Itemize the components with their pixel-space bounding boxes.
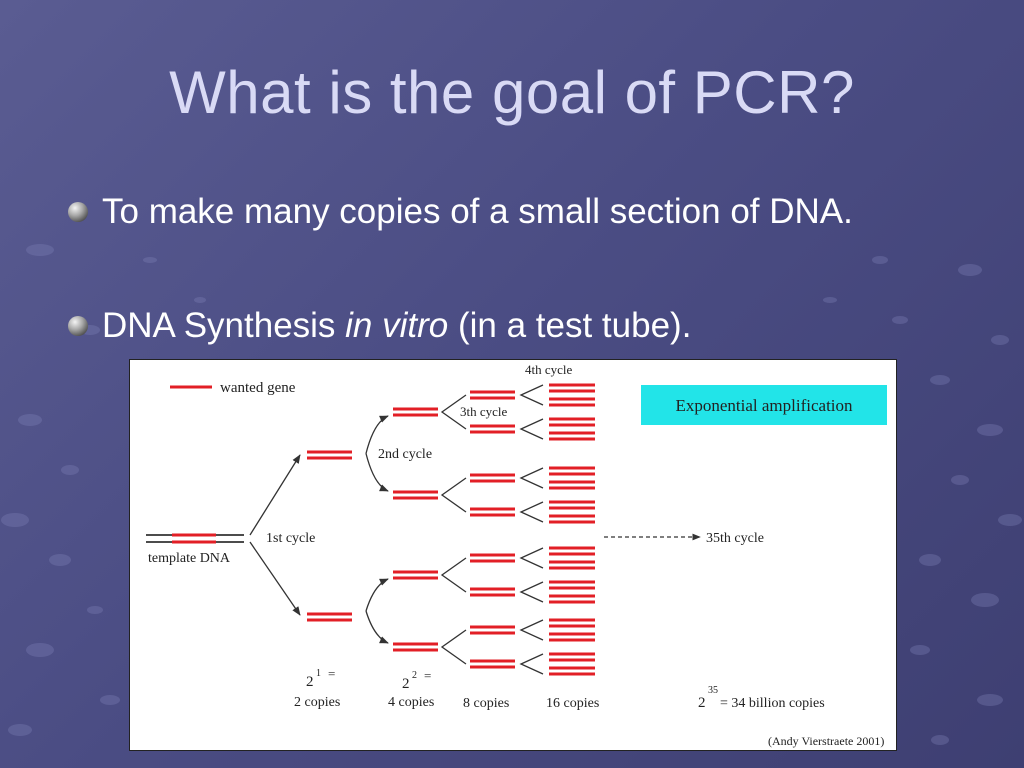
- fork-arrow: [365, 415, 389, 454]
- fork-chevron: [519, 418, 544, 440]
- copies-label: 4 copies: [388, 695, 434, 710]
- cycle4-chevrons: [519, 384, 544, 675]
- copies-base: 2: [306, 674, 314, 690]
- fork-chevron: [440, 557, 467, 593]
- gen4-copies: [549, 383, 595, 676]
- legend-label: wanted gene: [220, 380, 296, 396]
- cycle1-arrow-up: [249, 454, 301, 536]
- fork-arrow: [365, 578, 389, 612]
- fork-arrow: [365, 453, 389, 492]
- copies-eq: =: [424, 668, 431, 683]
- cycle2-arrows: [365, 415, 389, 644]
- bullet-icon: [68, 202, 88, 222]
- copies-exp: 2: [412, 670, 417, 681]
- fork-chevron: [519, 653, 544, 675]
- copies-exp: 35: [708, 685, 718, 696]
- fork-chevron: [440, 394, 467, 430]
- copies-base: 2: [698, 695, 706, 711]
- copies-exp: 1: [316, 668, 321, 679]
- template-label: template DNA: [148, 551, 231, 566]
- bullet-item: DNA Synthesis in vitro (in a test tube).: [68, 306, 691, 346]
- credit-text: (Andy Vierstraete 2001): [768, 734, 884, 748]
- fork-chevron: [519, 547, 544, 569]
- cycle3-label: 3th cycle: [460, 404, 508, 419]
- copies-eq: =: [328, 666, 335, 681]
- fork-chevron: [519, 501, 544, 523]
- copies-eq: = 34 billion copies: [720, 696, 825, 711]
- fork-chevron: [440, 477, 467, 513]
- fork-chevron: [519, 619, 544, 641]
- bullet-text: To make many copies of a small section o…: [102, 192, 853, 231]
- pcr-diagram: wanted gene template DNA 1st cycle 2nd c…: [129, 359, 897, 751]
- gen3-copies: [470, 390, 515, 669]
- gen2-copies: [393, 407, 438, 652]
- copies-label: 16 copies: [546, 696, 599, 711]
- fork-arrow: [365, 610, 389, 644]
- copies-label: 2 copies: [294, 695, 340, 710]
- slide-title: What is the goal of PCR?: [169, 59, 855, 126]
- pcr-diagram-svg: wanted gene template DNA 1st cycle 2nd c…: [146, 362, 887, 748]
- fork-chevron: [519, 384, 544, 406]
- gen1-copies: [307, 450, 352, 622]
- cycle4-label: 4th cycle: [525, 362, 573, 377]
- cycle35-label: 35th cycle: [706, 531, 764, 546]
- cycle3-chevrons: [440, 394, 467, 665]
- cycle2-label: 2nd cycle: [378, 447, 432, 462]
- exponential-badge: [641, 385, 887, 425]
- fork-chevron: [519, 581, 544, 603]
- copies-base: 2: [402, 676, 410, 692]
- fork-chevron: [440, 629, 467, 665]
- bullet-text: DNA Synthesis in vitro (in a test tube).: [102, 306, 692, 345]
- fork-chevron: [519, 467, 544, 489]
- bullet-icon: [68, 316, 88, 336]
- copies-label: 8 copies: [463, 696, 509, 711]
- exponential-badge-label: Exponential amplification: [675, 396, 853, 415]
- bullet-item: To make many copies of a small section o…: [68, 192, 853, 232]
- cycle1-label: 1st cycle: [266, 531, 315, 546]
- cycle1-arrow-down: [249, 541, 301, 616]
